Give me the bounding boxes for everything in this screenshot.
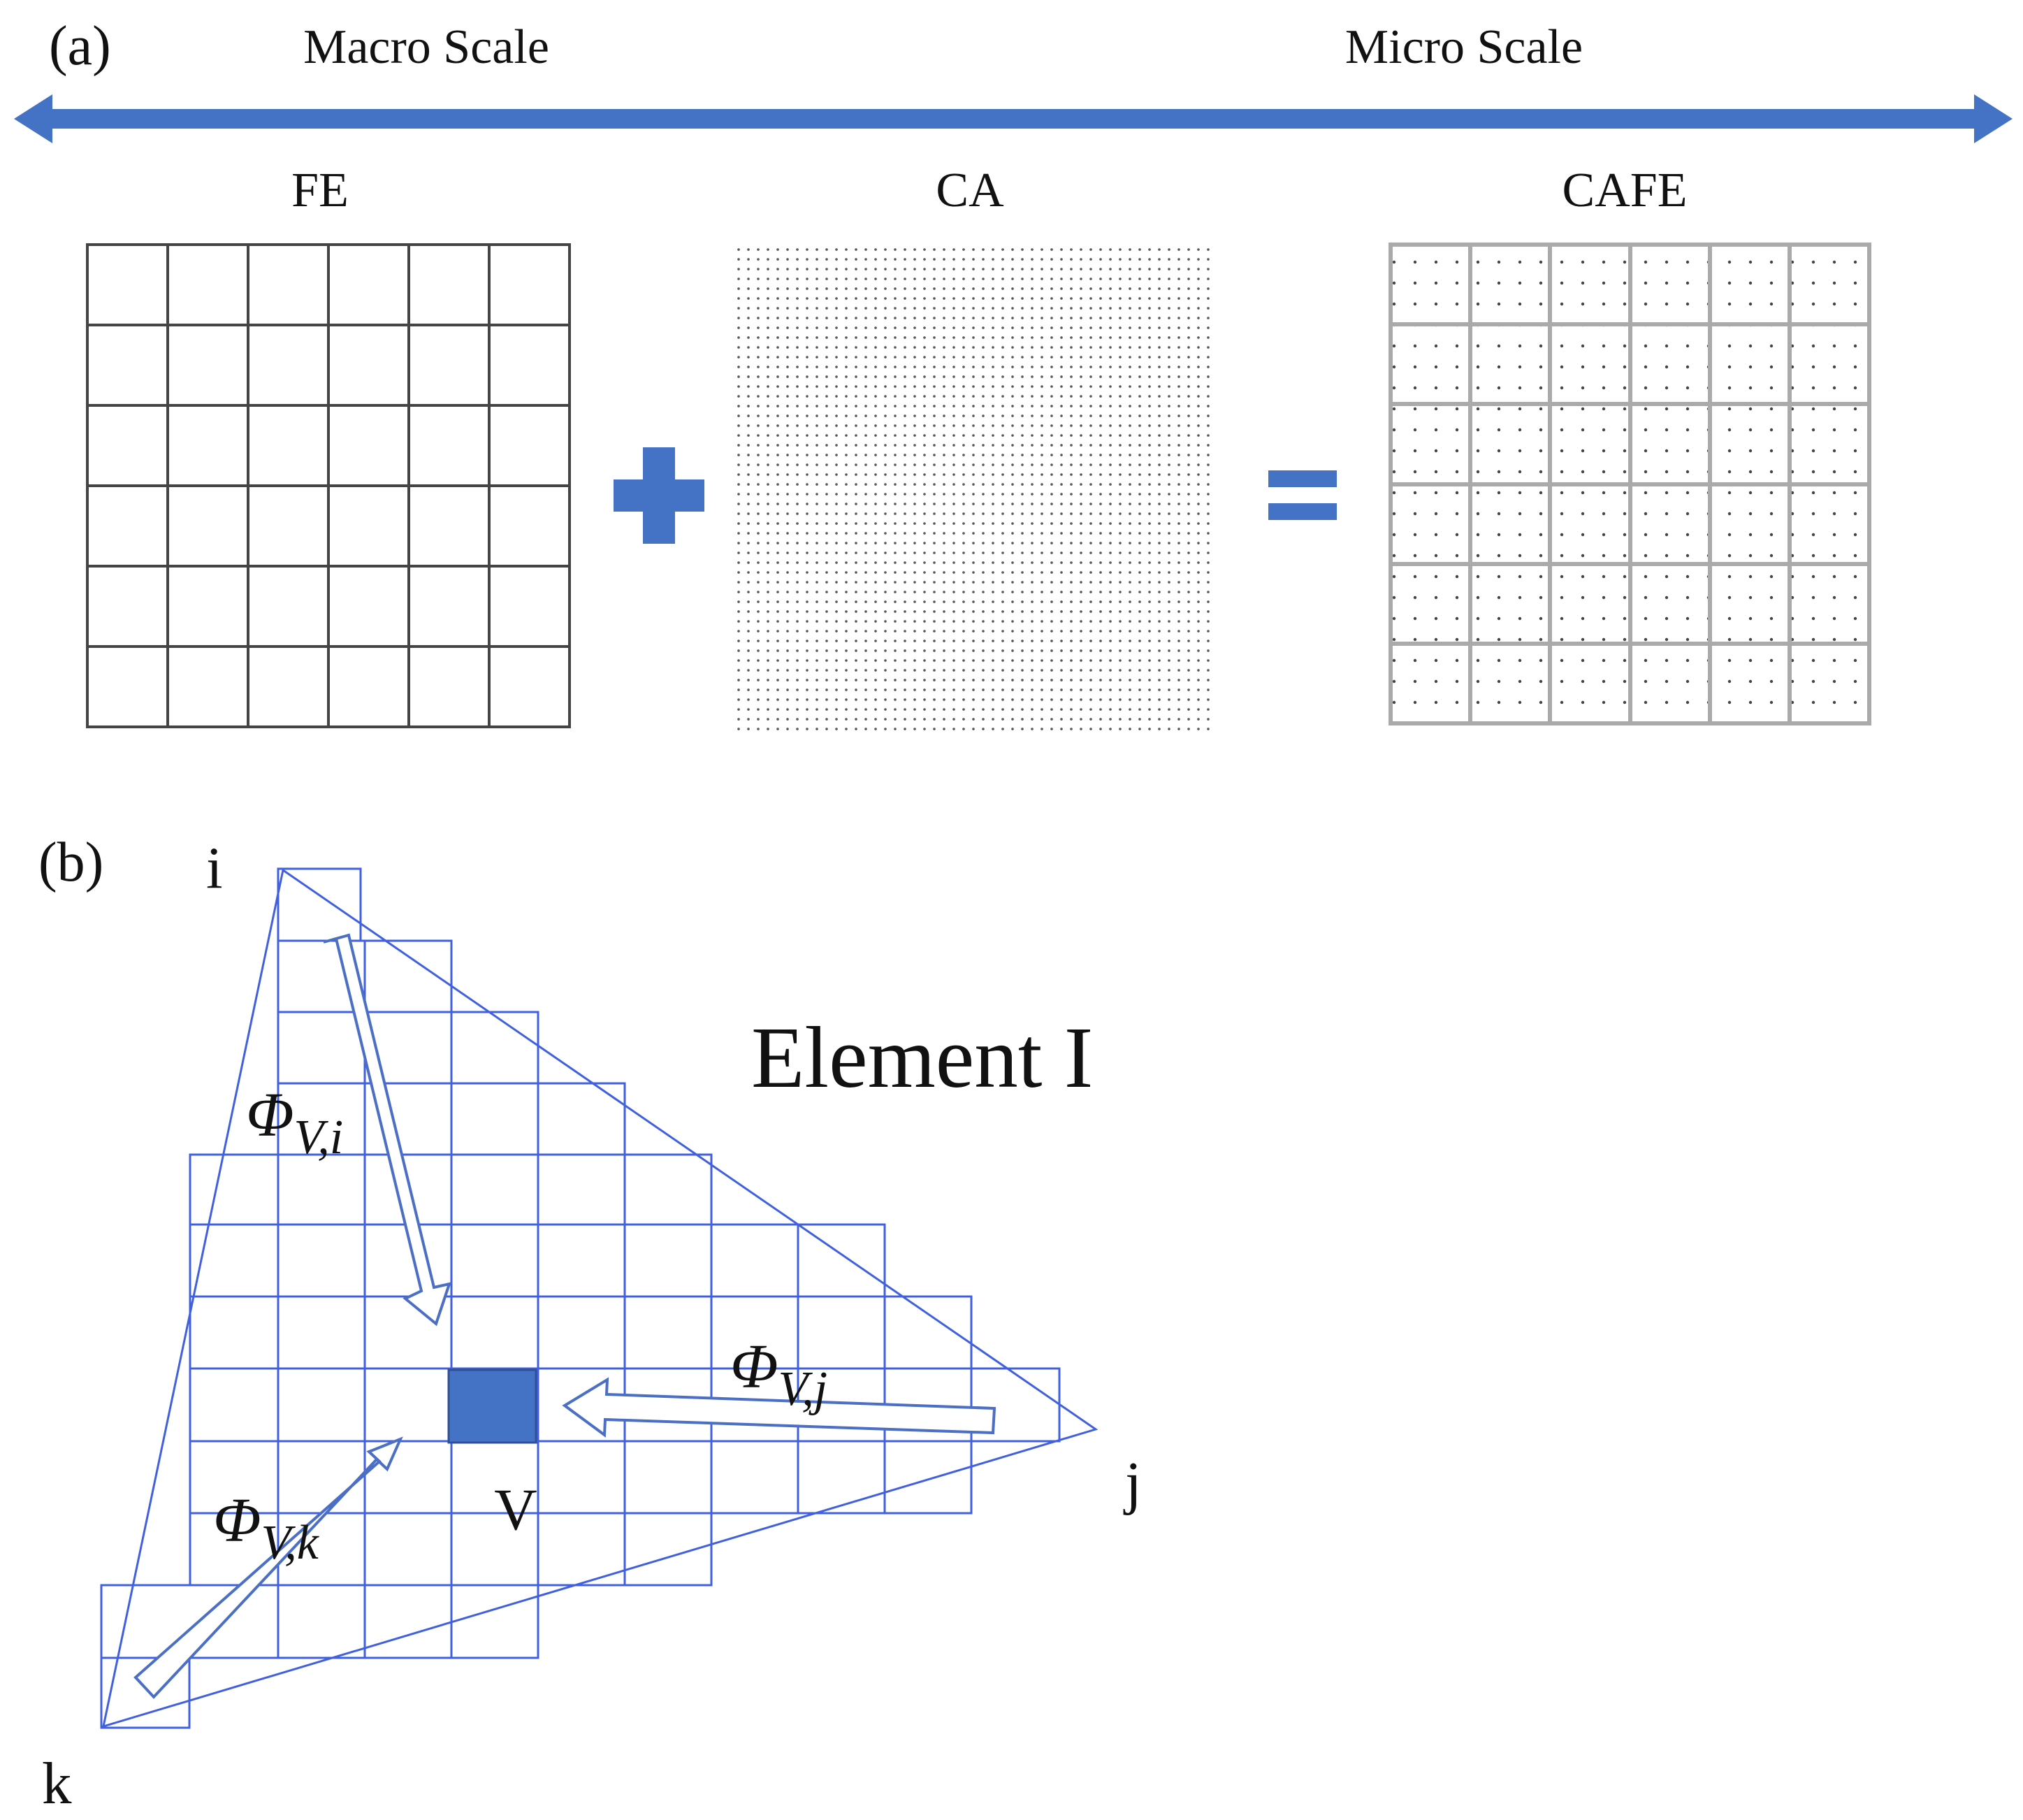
arrow-phi-i (323, 933, 452, 1327)
fe-mesh (86, 243, 571, 728)
node-k-label: k (42, 1751, 72, 1817)
cell-v (447, 1368, 537, 1444)
micro-scale-label: Micro Scale (1345, 20, 1583, 74)
element-triangle (102, 868, 1098, 1728)
ca-label: CA (936, 164, 1004, 217)
node-j-label: j (1123, 1450, 1142, 1516)
equals-icon (1268, 470, 1337, 520)
panel-b: (b) i j k Element I (38, 832, 1142, 1817)
phi-vk-label: ΦV,k (213, 1486, 320, 1570)
cafe-mesh (1388, 243, 1871, 725)
cell-v-label: V (494, 1477, 537, 1543)
panel-a: (a) Macro Scale Micro Scale FE CA CAFE (14, 15, 2013, 730)
cafe-label: CAFE (1562, 164, 1688, 217)
arrow-phi-j (562, 1377, 996, 1438)
plus-icon (614, 447, 704, 544)
panel-b-label: (b) (38, 832, 103, 893)
phi-vi-label: ΦV,i (246, 1081, 343, 1164)
panel-a-label: (a) (49, 15, 111, 77)
scale-arrow (14, 94, 2013, 143)
element-title: Element I (751, 1010, 1093, 1106)
phi-vj-label: ΦV,j (730, 1332, 827, 1416)
node-i-label: i (206, 835, 223, 901)
arrow-phi-k (133, 1436, 403, 1699)
macro-scale-label: Macro Scale (303, 20, 549, 74)
fe-label: FE (291, 164, 349, 217)
ca-dot-field (730, 241, 1212, 730)
